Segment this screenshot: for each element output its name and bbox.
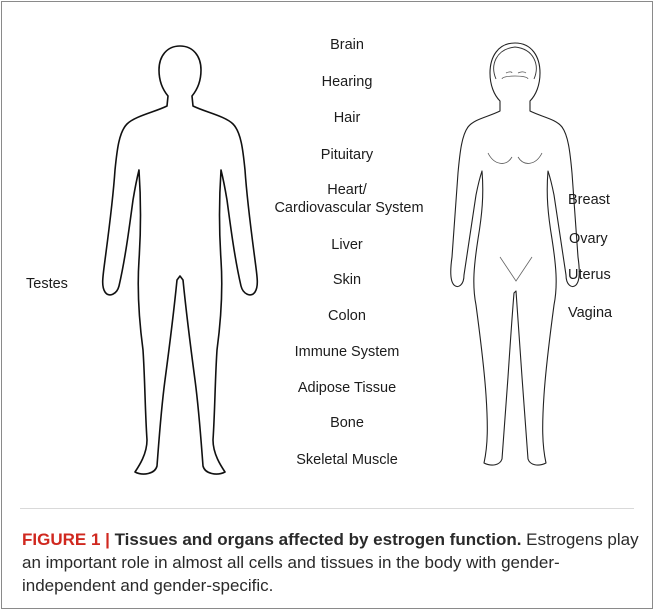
label-heart: Heart/: [327, 182, 367, 198]
label-vagina: Vagina: [568, 305, 612, 321]
label-cardiovascular-system: Cardiovascular System: [274, 200, 423, 216]
label-skeletal-muscle: Skeletal Muscle: [296, 452, 398, 468]
caption-figure-number: FIGURE 1 |: [22, 530, 115, 549]
figure-caption: FIGURE 1 | Tissues and organs affected b…: [22, 528, 642, 597]
label-liver: Liver: [331, 237, 362, 253]
label-uterus: Uterus: [568, 267, 611, 283]
label-testes: Testes: [26, 276, 68, 292]
caption-divider: [20, 508, 634, 509]
caption-title: Tissues and organs affected by estrogen …: [115, 530, 522, 549]
label-hearing: Hearing: [322, 74, 373, 90]
male-body-outline: [95, 40, 265, 480]
label-hair: Hair: [334, 110, 361, 126]
label-immune-system: Immune System: [295, 344, 400, 360]
label-bone: Bone: [330, 415, 364, 431]
label-skin: Skin: [333, 272, 361, 288]
female-body-outline: [440, 35, 590, 475]
label-brain: Brain: [330, 37, 364, 53]
label-adipose-tissue: Adipose Tissue: [298, 380, 396, 396]
figure-illustration: Brain Hearing Hair Pituitary Heart/ Card…: [0, 0, 658, 500]
label-pituitary: Pituitary: [321, 147, 373, 163]
label-breast: Breast: [568, 192, 610, 208]
label-ovary: Ovary: [569, 231, 608, 247]
label-colon: Colon: [328, 308, 366, 324]
